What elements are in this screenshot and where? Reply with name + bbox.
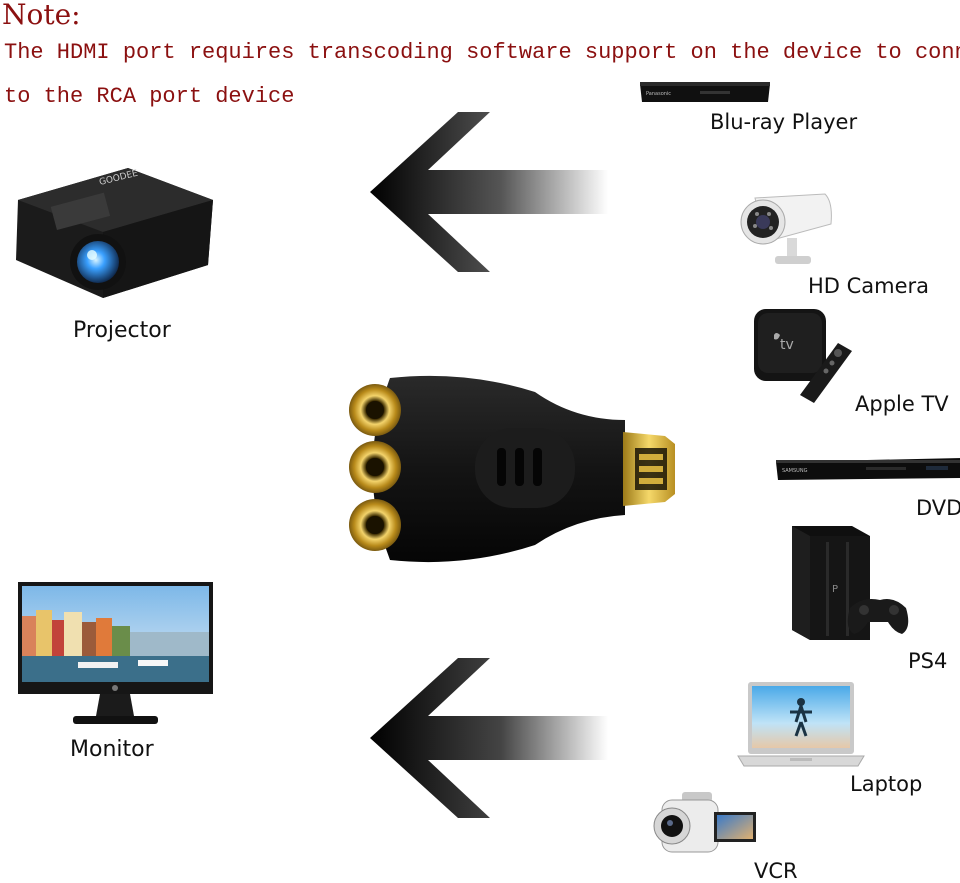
svg-text:tv: tv <box>780 337 794 353</box>
hdmi-to-rca-adapter-icon <box>349 375 675 563</box>
left-arrow-icon <box>370 658 608 818</box>
hd-camera-label: HD Camera <box>808 274 930 298</box>
left-arrow-icon <box>370 112 608 272</box>
monitor-label: Monitor <box>70 737 154 762</box>
bluray-label: Blu-ray Player <box>710 110 858 134</box>
hd-camera-icon <box>740 193 832 264</box>
apple-tv-label: Apple TV <box>855 392 949 416</box>
apple-tv-icon: tv <box>754 309 852 403</box>
projector-icon: GOODEE <box>16 168 213 298</box>
svg-text:Panasonic: Panasonic <box>646 91 671 97</box>
vcr-label: VCR <box>754 859 798 883</box>
dvd-player-icon: SAMSUNG <box>776 458 960 480</box>
vcr-camcorder-icon <box>653 792 756 853</box>
svg-text:SAMSUNG: SAMSUNG <box>782 468 808 474</box>
note-line-2: to the RCA port device <box>4 84 295 109</box>
dvd-label: DVD <box>916 496 960 520</box>
projector-label: Projector <box>73 318 171 343</box>
bluray-player-icon: Panasonic <box>640 82 770 102</box>
laptop-label: Laptop <box>850 772 923 796</box>
note-line-1: The HDMI port requires transcoding softw… <box>4 40 960 65</box>
ps4-label: PS4 <box>908 649 948 673</box>
svg-text:P: P <box>832 584 838 595</box>
laptop-icon <box>737 682 865 767</box>
ps4-icon: P <box>792 526 909 640</box>
note-title: Note: <box>2 0 81 31</box>
monitor-icon <box>18 582 213 724</box>
